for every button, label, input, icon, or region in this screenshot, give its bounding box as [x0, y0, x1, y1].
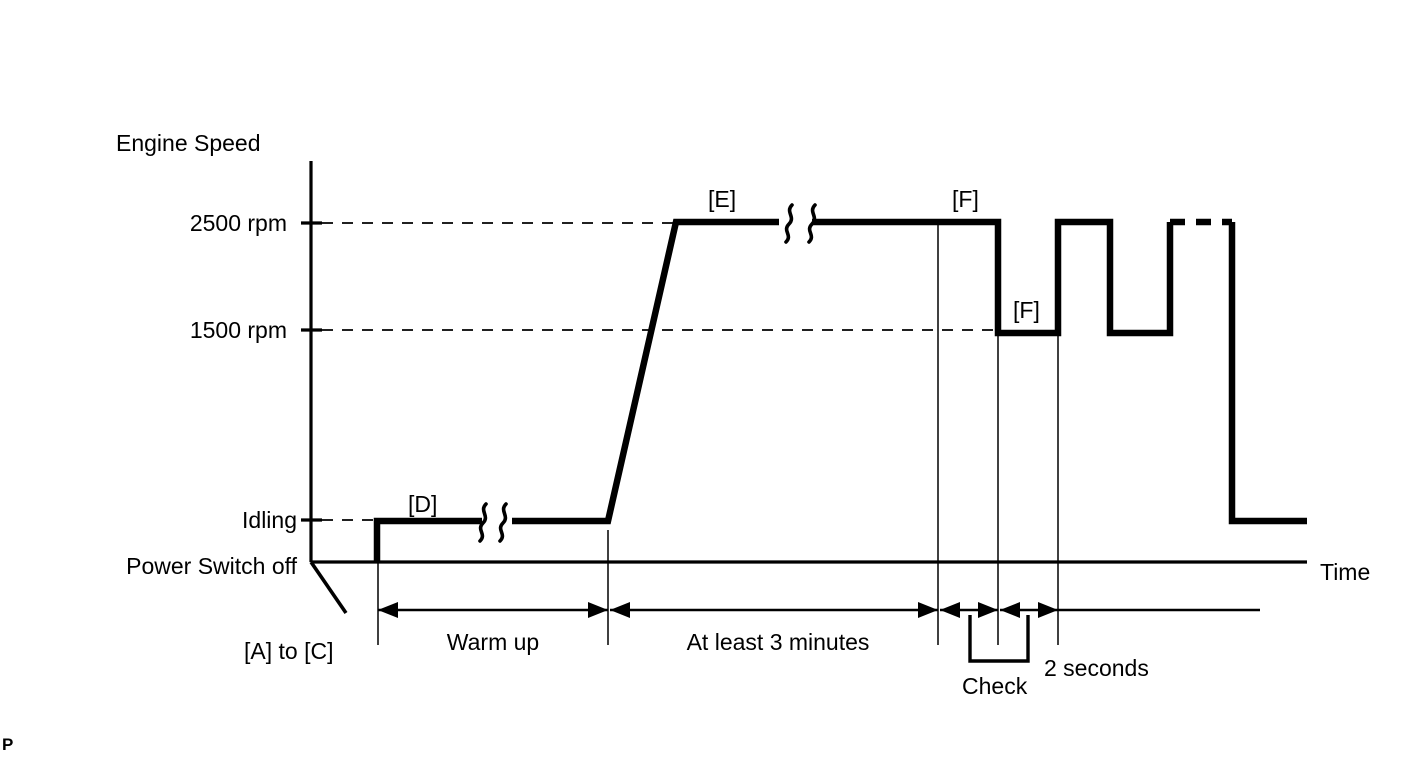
y-tick-label-1500: 1500 rpm	[190, 317, 287, 343]
annotation-label-at-least-3-minutes: At least 3 minutes	[687, 629, 870, 655]
y-tick-label-2500: 2500 rpm	[190, 210, 287, 236]
arrowhead-right-warmup	[588, 602, 608, 618]
arrowhead-left-2sec	[1000, 602, 1020, 618]
dimension-check-interval	[940, 602, 998, 618]
marker-label-d: [D]	[408, 491, 437, 517]
leader-line-a-to-c	[309, 560, 348, 615]
arrowhead-left-3min	[610, 602, 630, 618]
dimension-two-seconds-interval	[1000, 602, 1058, 618]
time-break-squiggle-idling	[478, 502, 508, 543]
dimension-warm-up	[378, 602, 608, 618]
time-break-squiggle-2500	[784, 203, 817, 244]
arrowhead-left-warmup	[378, 602, 398, 618]
trace-segment-warmup-to-2500	[512, 218, 779, 525]
annotation-label-warm-up: Warm up	[447, 629, 539, 655]
arrowhead-left-check	[940, 602, 960, 618]
bracket-check	[968, 615, 1030, 663]
trace-segment-return-to-idling	[1228, 222, 1307, 525]
trace-segment-2500-hold-and-pulses	[812, 218, 1174, 337]
y-tick-label-idling: Idling	[242, 507, 297, 533]
marker-label-f-low: [F]	[1013, 297, 1040, 323]
arrowhead-right-2sec	[1038, 602, 1058, 618]
dimension-at-least-3-minutes	[610, 602, 938, 618]
marker-label-e: [E]	[708, 186, 736, 212]
x-axis-title: Time	[1320, 559, 1370, 585]
y-axis-title: Engine Speed	[116, 130, 261, 156]
baseline-label-power-switch-off: Power Switch off	[126, 553, 297, 579]
marker-label-f-high: [F]	[952, 186, 979, 212]
annotation-label-check: Check	[962, 673, 1028, 699]
marker-label-a-to-c: [A] to [C]	[244, 638, 333, 664]
arrowhead-right-3min	[918, 602, 938, 618]
annotation-label-two-seconds: 2 seconds	[1044, 655, 1149, 681]
trace-segment-start-idling	[373, 517, 482, 562]
corner-code-label: P	[2, 735, 13, 754]
arrowhead-right-check	[978, 602, 998, 618]
